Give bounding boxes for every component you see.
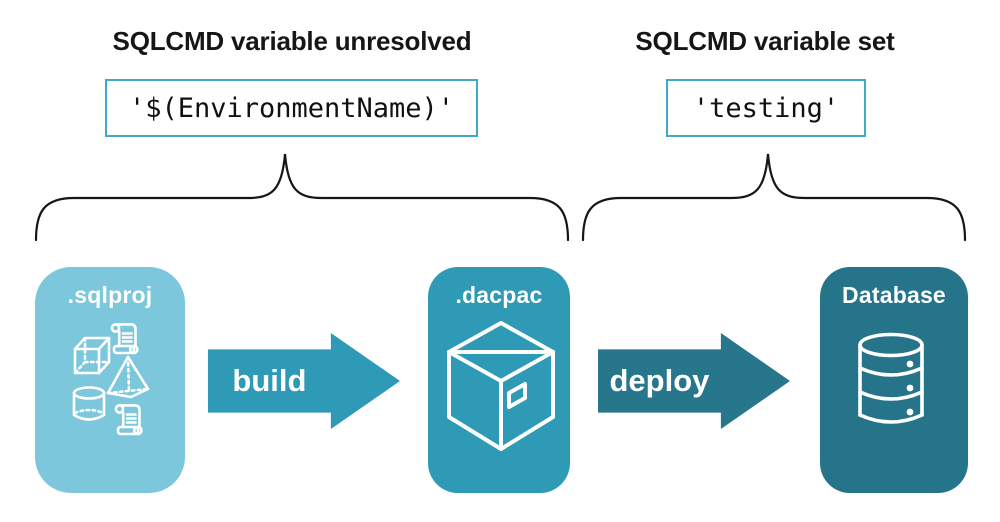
- sql-objects-icon: [72, 323, 150, 436]
- code-text-environment-name: '$(EnvironmentName)': [128, 92, 455, 124]
- db-dot-3: [906, 408, 914, 416]
- node-sqlproj-label: .sqlproj: [67, 282, 153, 308]
- deploy-arrow-label: deploy: [609, 363, 710, 398]
- left-brace-icon: [34, 153, 570, 242]
- node-dacpac: .dacpac: [428, 267, 570, 493]
- node-database-label: Database: [842, 282, 946, 308]
- build-arrow: build: [208, 333, 400, 429]
- deploy-arrow: deploy: [598, 333, 790, 429]
- database-icon: [858, 332, 924, 424]
- code-box-environment-name: '$(EnvironmentName)': [105, 79, 478, 137]
- heading-sqlcmd-set: SQLCMD variable set: [635, 26, 895, 56]
- build-arrow-label: build: [232, 363, 307, 398]
- heading-sqlcmd-unresolved: SQLCMD variable unresolved: [112, 26, 472, 56]
- code-box-testing: 'testing': [666, 79, 866, 137]
- right-brace-icon: [581, 153, 967, 242]
- package-icon: [447, 321, 555, 451]
- db-dot-1: [906, 360, 914, 368]
- node-sqlproj: .sqlproj: [35, 267, 185, 493]
- code-text-testing: 'testing': [692, 92, 840, 124]
- node-dacpac-label: .dacpac: [455, 282, 543, 308]
- db-dot-2: [906, 384, 914, 392]
- node-database: Database: [820, 267, 968, 493]
- brace-overlay: [34, 153, 967, 242]
